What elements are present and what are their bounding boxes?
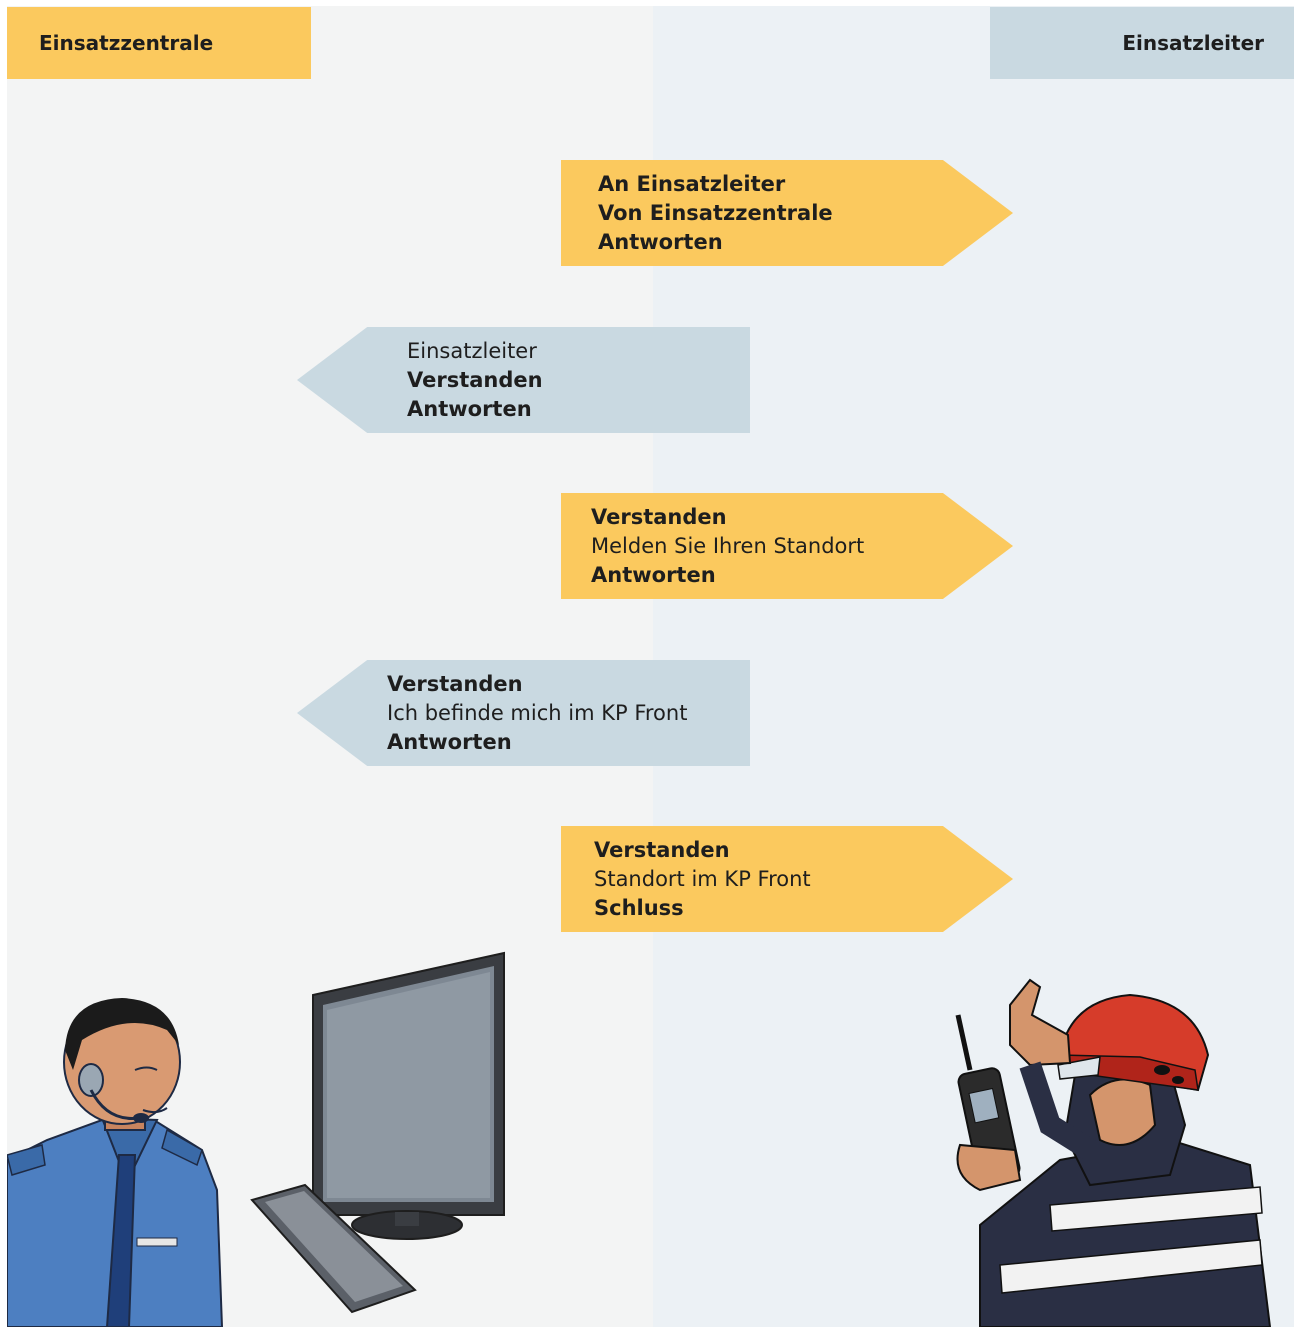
message-arrow-2: Einsatzleiter Verstanden Antworten (297, 327, 750, 433)
message-2-line-3: Antworten (407, 396, 532, 421)
message-1-line-1: An Einsatzleiter (598, 171, 786, 196)
message-4-line-2: Ich befinde mich im KP Front (387, 700, 688, 725)
radio-handset-icon (955, 1014, 1022, 1192)
message-arrow-5: Verstanden Standort im KP Front Schluss (561, 826, 1013, 932)
message-3-line-2: Melden Sie Ihren Standort (591, 533, 865, 558)
message-2-line-1: Einsatzleiter (407, 338, 537, 363)
firefighter-illustration (955, 978, 1272, 1327)
header-left-label: Einsatzzentrale (39, 31, 214, 55)
dispatcher-illustration (7, 951, 505, 1327)
message-3-line-3: Antworten (591, 562, 716, 587)
message-5-line-1: Verstanden (594, 837, 730, 862)
dispatcher-person-icon (7, 998, 224, 1327)
header-einsatzleiter: Einsatzleiter (990, 7, 1294, 79)
header-right-label: Einsatzleiter (1122, 31, 1264, 55)
message-5-line-2: Standort im KP Front (594, 866, 811, 891)
message-1-line-3: Antworten (598, 229, 723, 254)
message-arrow-3: Verstanden Melden Sie Ihren Standort Ant… (561, 493, 1013, 599)
keyboard-icon (250, 1183, 417, 1314)
firefighter-person-icon (979, 978, 1272, 1327)
message-1-line-2: Von Einsatzzentrale (598, 200, 833, 225)
message-arrow-4: Verstanden Ich befinde mich im KP Front … (297, 660, 750, 766)
computer-monitor-icon (312, 951, 505, 1240)
message-4-line-3: Antworten (387, 729, 512, 754)
header-einsatzzentrale: Einsatzzentrale (7, 7, 311, 79)
message-2-line-2: Verstanden (407, 367, 543, 392)
message-3-line-1: Verstanden (591, 504, 727, 529)
message-5-line-3: Schluss (594, 895, 684, 920)
message-arrow-1: An Einsatzleiter Von Einsatzzentrale Ant… (561, 160, 1013, 266)
message-4-line-1: Verstanden (387, 671, 523, 696)
